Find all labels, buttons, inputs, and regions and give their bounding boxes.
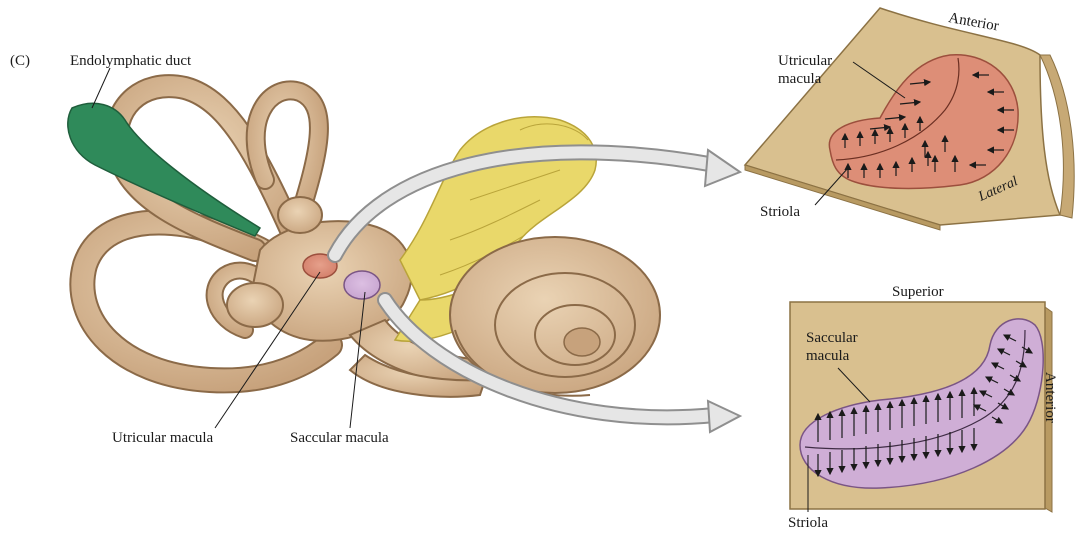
hair-cell-arrow bbox=[1015, 360, 1028, 368]
saccule-macula-label-line1: Saccular bbox=[806, 330, 858, 346]
saccular-macula-label: Saccular macula bbox=[290, 430, 389, 446]
hair-cell-arrow bbox=[1003, 388, 1016, 396]
utricle-panel bbox=[743, 7, 1075, 231]
saccule-striola-label: Striola bbox=[788, 515, 828, 531]
hair-cell-arrow bbox=[909, 79, 932, 87]
endolymphatic-duct-label: Endolymphatic duct bbox=[70, 53, 192, 69]
utricle-macula-shape bbox=[828, 54, 1019, 190]
hair-cell-arrow bbox=[984, 376, 999, 384]
hair-cell-arrow bbox=[972, 404, 987, 412]
hair-cell-arrow bbox=[869, 124, 892, 132]
utricle-striola bbox=[835, 57, 960, 161]
utricle-hair-cell-arrows bbox=[841, 71, 1014, 178]
utricle-striola-label: Striola bbox=[760, 204, 800, 220]
utricular-macula-label: Utricular macula bbox=[112, 430, 214, 446]
hair-cell-arrow bbox=[884, 114, 907, 122]
saccule-superior-label: Superior bbox=[892, 284, 944, 300]
saccule-hair-cell-arrows bbox=[814, 334, 1034, 478]
endolymphatic-duct bbox=[67, 102, 262, 237]
connector-arrow-saccule bbox=[377, 292, 743, 434]
utricular-macula-in-ear bbox=[302, 253, 338, 279]
bony-labyrinth bbox=[69, 74, 487, 398]
hair-cell-arrow bbox=[978, 390, 993, 398]
saccule-macula-shape bbox=[799, 318, 1044, 489]
saccule-macula-label-line2: macula bbox=[806, 348, 850, 364]
hair-cell-arrow bbox=[1009, 374, 1022, 382]
saccule-striola bbox=[804, 329, 1026, 450]
saccular-macula-in-ear bbox=[343, 270, 381, 300]
hair-cell-arrow bbox=[1002, 334, 1017, 342]
cochlea bbox=[449, 236, 661, 397]
saccule-anterior-label: Anterior bbox=[1042, 372, 1058, 423]
hair-cell-arrow bbox=[991, 416, 1004, 424]
hair-cell-arrow bbox=[996, 348, 1011, 356]
hair-cell-arrow bbox=[990, 362, 1005, 370]
utricle-macula-label-line1: Utricular bbox=[778, 53, 833, 69]
saccule-panel bbox=[789, 301, 1053, 513]
hair-cell-arrow bbox=[997, 402, 1010, 410]
hair-cell-arrow bbox=[899, 99, 922, 107]
utricle-macula-label-line2: macula bbox=[778, 71, 822, 87]
connector-arrow-utricle bbox=[327, 144, 743, 263]
panel-letter: (C) bbox=[10, 53, 30, 69]
hair-cell-arrow bbox=[1021, 346, 1034, 354]
vestibule bbox=[250, 220, 413, 342]
